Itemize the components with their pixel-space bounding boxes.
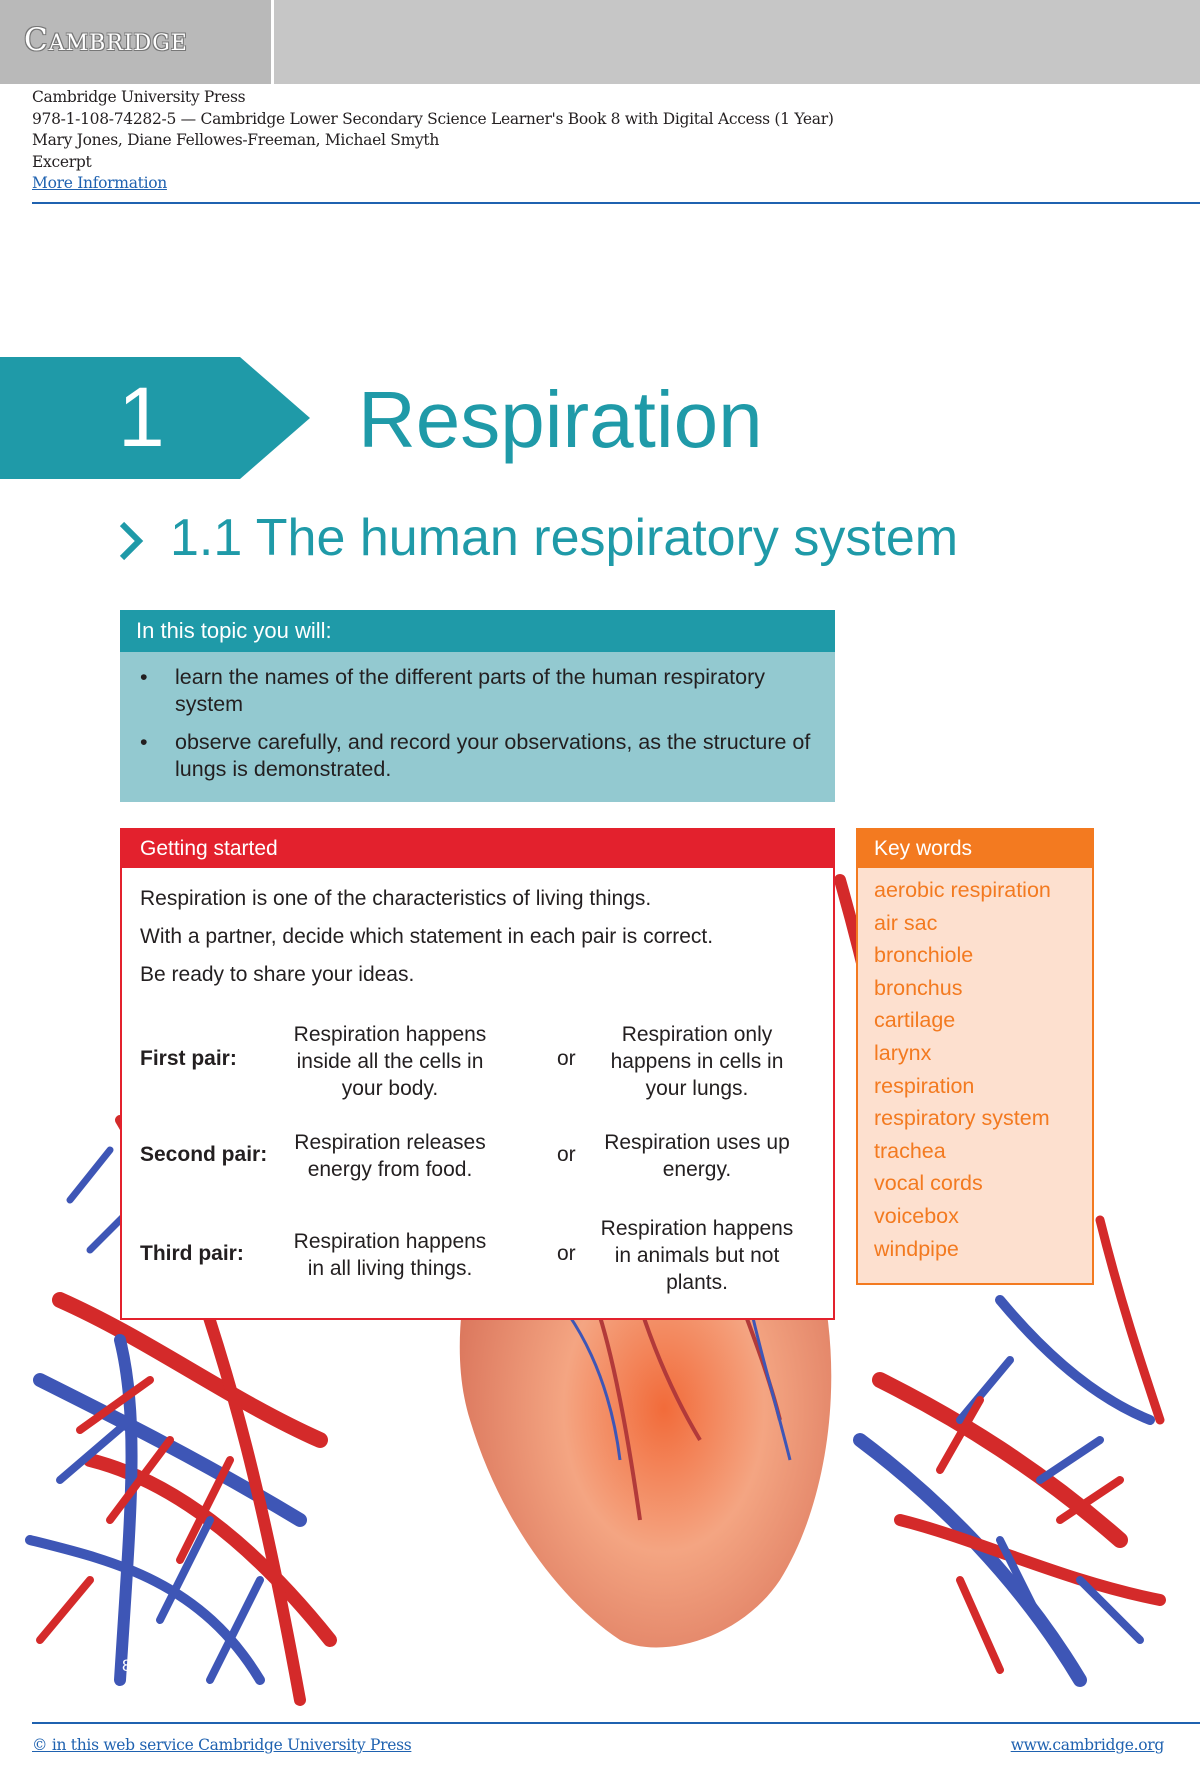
more-information-link[interactable]: More Information bbox=[32, 174, 167, 192]
key-word: aerobic respiration bbox=[874, 878, 1051, 902]
statement-a: Respiration happens inside all the cells… bbox=[293, 1023, 487, 1100]
publisher-bar: Cambridge bbox=[0, 0, 1200, 84]
chevron-right-icon bbox=[119, 521, 144, 561]
getting-started-intro: Respiration is one of the characteristic… bbox=[122, 868, 833, 994]
statement-pair-1: First pair: Respiration happens inside a… bbox=[122, 1015, 833, 1105]
chapter-arrow-shape bbox=[0, 357, 310, 479]
pair-label: Second pair: bbox=[140, 1143, 268, 1166]
topic-list: • learn the names of the different parts … bbox=[120, 652, 835, 783]
or-word: or bbox=[557, 1047, 576, 1070]
statement-a: Respiration releases energy from food. bbox=[294, 1131, 486, 1181]
authors: Mary Jones, Diane Fellowes-Freeman, Mich… bbox=[32, 131, 440, 149]
excerpt-label: Excerpt bbox=[32, 152, 92, 171]
copyright-link[interactable]: © in this web service Cambridge Universi… bbox=[32, 1736, 412, 1754]
statement-b: Respiration happens in animals but not p… bbox=[600, 1217, 794, 1294]
key-word: voicebox bbox=[874, 1203, 959, 1228]
isbn-title: 978-1-108-74282-5 — Cambridge Lower Seco… bbox=[32, 109, 834, 128]
statement-b: Respiration uses up energy. bbox=[604, 1131, 790, 1181]
topic-item-text: learn the names of the different parts o… bbox=[175, 665, 765, 716]
intro-line: Be ready to share your ideas. bbox=[140, 963, 415, 986]
list-item: • learn the names of the different parts … bbox=[140, 664, 815, 718]
key-word: bronchiole bbox=[874, 943, 974, 968]
topic-item-text: observe carefully, and record your obser… bbox=[175, 730, 811, 781]
page-chevron-icon bbox=[163, 1658, 176, 1678]
key-words-heading: Key words bbox=[858, 830, 1092, 868]
section-title: 1.1 The human respiratory system bbox=[170, 509, 959, 567]
bullet-icon: • bbox=[140, 665, 148, 689]
header-divider bbox=[32, 202, 1200, 204]
key-word: air sac bbox=[874, 910, 938, 935]
chapter-number: 1 bbox=[118, 370, 165, 464]
publication-info: Cambridge University Press 978-1-108-742… bbox=[32, 87, 834, 195]
getting-started-heading: Getting started bbox=[122, 830, 833, 868]
statement-pair-3: Third pair: Respiration happens in all l… bbox=[122, 1217, 833, 1310]
or-word: or bbox=[557, 1242, 576, 1265]
key-word: bronchus bbox=[874, 975, 963, 1000]
list-item: • observe carefully, and record your obse… bbox=[140, 729, 815, 783]
pair-label: First pair: bbox=[140, 1047, 237, 1070]
in-this-topic-box: In this topic you will: • learn the names… bbox=[120, 610, 835, 802]
pair-label: Third pair: bbox=[140, 1242, 244, 1265]
chapter-title: Respiration bbox=[358, 375, 763, 464]
statement-a: Respiration happens in all living things… bbox=[293, 1230, 487, 1280]
chapter-tab bbox=[0, 357, 310, 479]
getting-started-box: Getting started Respiration is one of th… bbox=[120, 828, 835, 1320]
logo-cell: Cambridge bbox=[0, 0, 274, 84]
statement-pair-2: Second pair: Respiration releases energy… bbox=[122, 1125, 833, 1195]
website-link[interactable]: www.cambridge.org bbox=[1010, 1736, 1165, 1754]
intro-line: Respiration is one of the characteristic… bbox=[140, 887, 652, 910]
key-word: respiration bbox=[874, 1073, 975, 1098]
key-word: respiratory system bbox=[874, 1106, 1050, 1131]
or-word: or bbox=[557, 1143, 576, 1166]
footer-divider bbox=[32, 1722, 1200, 1724]
cambridge-logo: Cambridge bbox=[24, 22, 188, 58]
key-word: trachea bbox=[874, 1138, 946, 1163]
intro-line: With a partner, decide which statement i… bbox=[140, 925, 714, 948]
statement-b: Respiration only happens in cells in you… bbox=[610, 1023, 784, 1100]
key-word: windpipe bbox=[874, 1236, 959, 1261]
key-words-list: aerobic respiration air sac bronchiole b… bbox=[858, 868, 1092, 1265]
page-number: 8 bbox=[122, 1656, 132, 1675]
key-words-box: Key words aerobic respiration air sac br… bbox=[856, 828, 1094, 1285]
key-word: larynx bbox=[874, 1040, 932, 1065]
key-word: vocal cords bbox=[874, 1171, 983, 1196]
bullet-icon: • bbox=[140, 730, 148, 754]
in-this-topic-heading: In this topic you will: bbox=[120, 610, 835, 652]
publisher-name: Cambridge University Press bbox=[32, 88, 246, 106]
key-word: cartilage bbox=[874, 1008, 956, 1033]
